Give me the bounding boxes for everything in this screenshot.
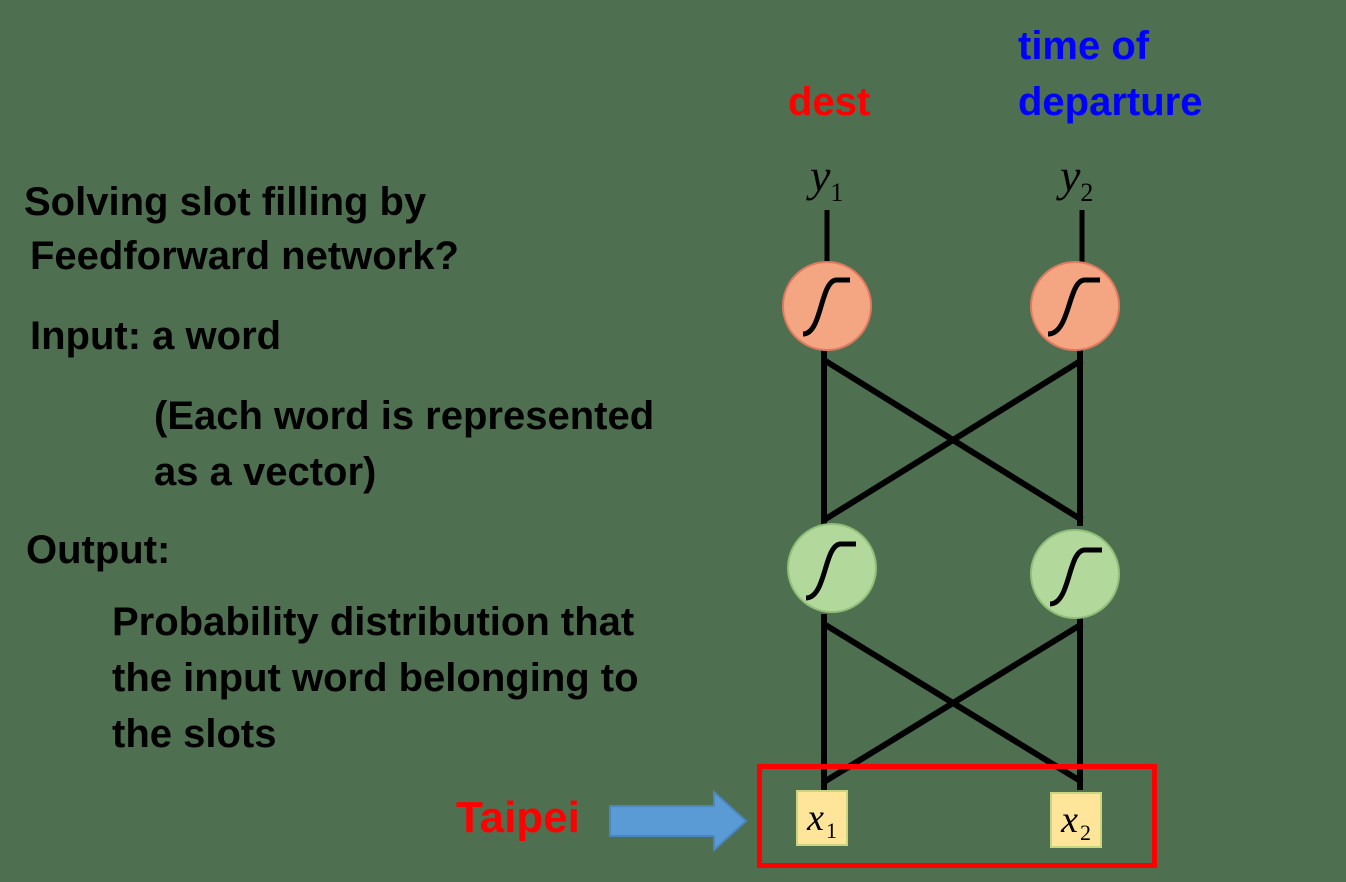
output-note-line-3: the slots — [112, 712, 277, 756]
y2-subscript: 2 — [1080, 178, 1094, 208]
output-neuron-2 — [1030, 261, 1120, 351]
x1-input-box: x1 — [796, 790, 848, 846]
input-heading: Input: a word — [30, 314, 282, 358]
output-neuron-1 — [782, 261, 872, 351]
right-arrow-icon — [609, 789, 748, 853]
time-of-departure-label-line-2: departure — [1018, 80, 1203, 124]
link-x2-h1 — [822, 621, 1084, 785]
x2-symbol: x — [1061, 799, 1078, 841]
output-note-line-2: the input word belonging to — [112, 656, 639, 700]
sigmoid-curve-icon — [802, 277, 850, 337]
y1-symbol: y1 — [810, 150, 844, 208]
dest-label: dest — [788, 80, 871, 124]
x2-subscript: 2 — [1079, 820, 1091, 845]
hidden-neuron-2 — [1030, 529, 1120, 619]
y2-symbol: y2 — [1060, 150, 1094, 208]
input-highlight-box — [757, 764, 1157, 868]
input-note-line-2: as a vector) — [154, 450, 377, 494]
hidden-neuron-1 — [787, 523, 877, 613]
y1-subscript: 1 — [830, 178, 844, 208]
output-heading: Output: — [26, 528, 171, 572]
time-of-departure-label-line-1: time of — [1018, 24, 1150, 68]
x2-input-box: x2 — [1050, 792, 1102, 848]
output-note-line-1: Probability distribution that — [112, 600, 635, 644]
sigmoid-curve-icon — [1049, 547, 1102, 607]
input-note-line-1: (Each word is represented — [154, 394, 655, 438]
x1-subscript: 1 — [825, 818, 837, 843]
title-line-2: Feedforward network? — [30, 234, 459, 278]
sigmoid-curve-icon — [805, 541, 856, 601]
x1-symbol: x — [807, 797, 824, 839]
link-h2-o1 — [822, 357, 1084, 523]
title-line-1: Solving slot filling by — [24, 180, 427, 224]
sigmoid-curve-icon — [1047, 277, 1100, 337]
taipei-label: Taipei — [456, 793, 580, 842]
